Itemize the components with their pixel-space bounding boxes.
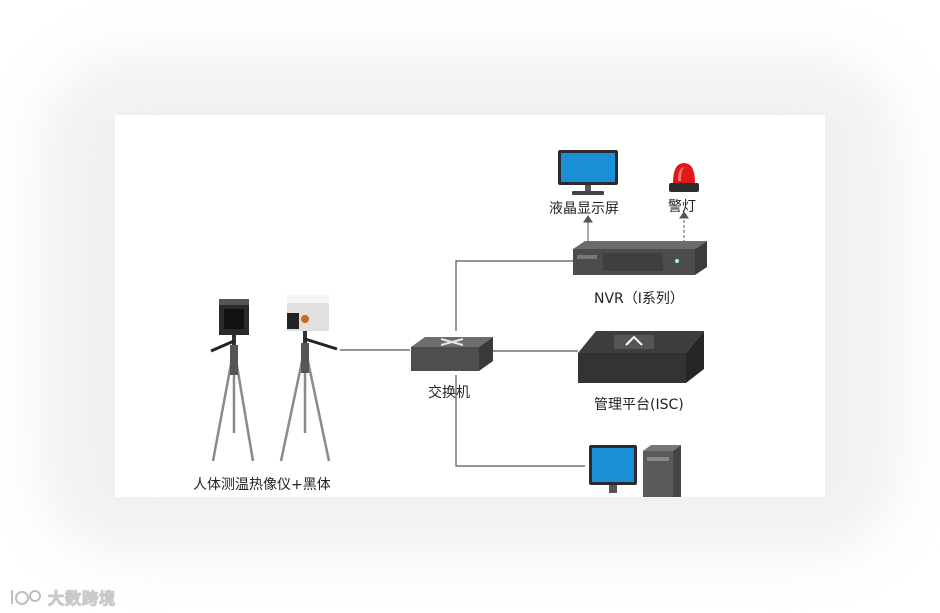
edge-switch-pc xyxy=(455,375,585,467)
watermark-text: 大数跨境 xyxy=(47,589,117,609)
thermal-camera-device xyxy=(279,295,338,462)
alarm-light-icon xyxy=(669,163,699,192)
blackbody-device xyxy=(210,299,255,462)
switch-icon xyxy=(411,337,493,371)
node-label-camera: 人体测温热像仪+黑体 xyxy=(193,477,331,493)
desktop-pc-icon xyxy=(589,445,681,497)
thermal-camera-icon xyxy=(210,295,338,462)
monitor-icon xyxy=(558,150,618,195)
node-label-switch: 交换机 xyxy=(428,385,470,401)
connection-lines xyxy=(340,211,689,467)
watermark: 大数跨境 xyxy=(8,586,117,609)
node-label-alarm: 警灯 xyxy=(668,199,696,215)
node-label-lcd: 液晶显示屏 xyxy=(549,201,619,217)
watermark-logo-icon xyxy=(11,590,41,605)
server-icon xyxy=(578,331,704,383)
nvr-icon xyxy=(573,241,707,275)
node-label-nvr: NVR（I系列） xyxy=(594,291,684,307)
diagram-canvas: 液晶显示屏 警灯 NVR（I系列） 交换机 管理平台(ISC) xyxy=(115,115,825,497)
node-label-isc: 管理平台(ISC) xyxy=(594,397,684,413)
edge-switch-nvr xyxy=(455,260,573,331)
